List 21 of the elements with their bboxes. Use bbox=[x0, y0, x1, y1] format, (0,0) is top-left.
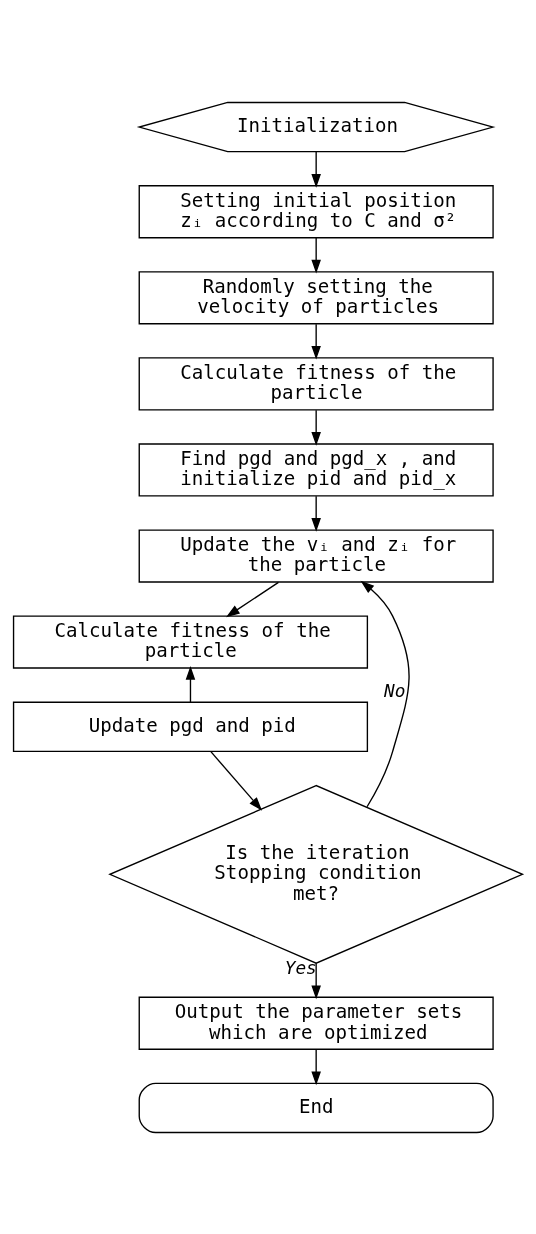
arrow bbox=[311, 495, 321, 532]
node-box: Update pgd and pid bbox=[12, 701, 369, 752]
arrow bbox=[311, 150, 321, 188]
node-box: Calculate fitness of the particle bbox=[138, 356, 494, 411]
node-box: Calculate fitness of the particle bbox=[12, 614, 369, 669]
node-box: Find pgd and pgd_x , and initialize pid and pid_x bbox=[138, 442, 494, 497]
arrow bbox=[311, 409, 321, 446]
arrow bbox=[311, 1048, 321, 1085]
arrow bbox=[311, 323, 321, 360]
node-box: Setting initial position zᵢ according to C and σ² bbox=[138, 184, 494, 238]
node-box: Update the vᵢ and zᵢ for the particle bbox=[138, 528, 494, 583]
arrow bbox=[360, 580, 410, 807]
arrow bbox=[311, 962, 321, 999]
edge-label: No bbox=[383, 680, 406, 701]
node-box: Output the parameter sets which are optimized bbox=[138, 996, 494, 1050]
arrow bbox=[185, 665, 196, 703]
arrow bbox=[209, 750, 263, 811]
arrow bbox=[226, 581, 280, 617]
node-box: End bbox=[138, 1082, 494, 1133]
arrow bbox=[311, 236, 321, 274]
node-box: Randomly setting the velocity of particles bbox=[138, 270, 494, 324]
